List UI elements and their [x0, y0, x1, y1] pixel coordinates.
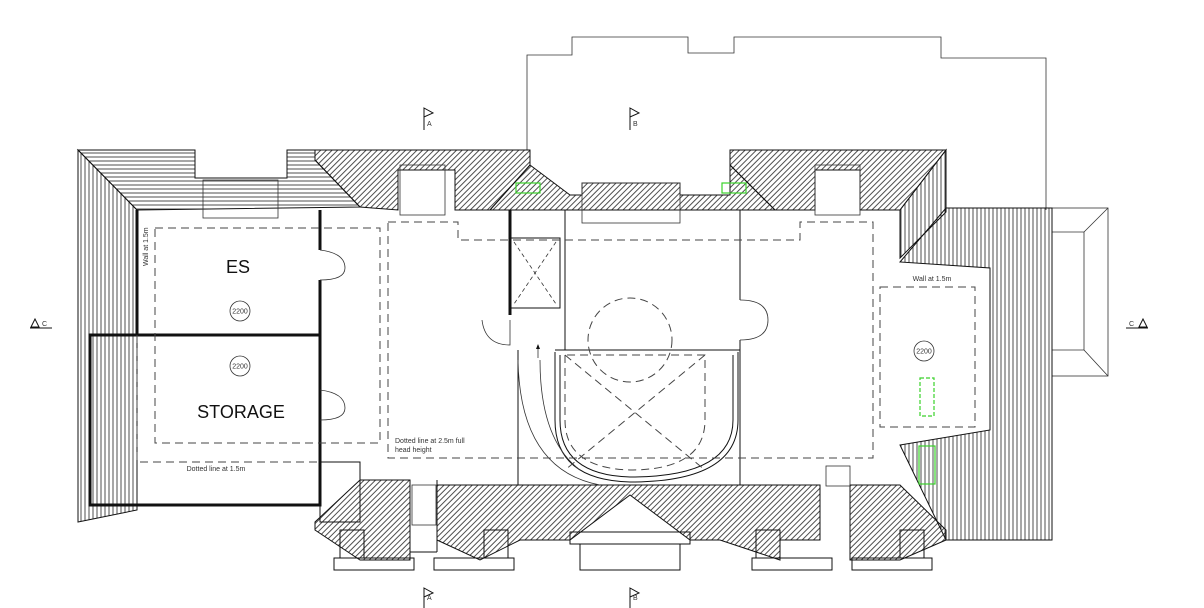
- note-wall-right: Wall at 1.5m: [913, 276, 952, 283]
- room-label-es: ES: [226, 257, 250, 277]
- note-wall-left: Wall at 1.5m: [143, 227, 150, 266]
- height-tag-storage: 2200: [229, 355, 251, 377]
- section-marker-c-left: C: [30, 317, 52, 329]
- storage-door: [319, 389, 346, 421]
- bottom-bays: [333, 529, 933, 571]
- roof-top-mid-left: [314, 149, 531, 211]
- rooflight: [918, 445, 936, 485]
- roof-bottom-right: [849, 484, 947, 561]
- svg-text:B: B: [633, 121, 638, 128]
- lift-shaft: [509, 237, 561, 309]
- height-tag-right: 2200: [913, 340, 935, 362]
- section-marker-c-right: C: [1126, 317, 1148, 329]
- roof-top-centre: [488, 163, 777, 211]
- section-marker-b-bottom: B: [629, 587, 641, 608]
- room-label-storage: STORAGE: [197, 402, 285, 422]
- rooflight: [919, 377, 935, 417]
- roof-bottom-left: [314, 479, 411, 561]
- rooflights: [515, 182, 936, 485]
- height-tag-es: 2200: [229, 300, 251, 322]
- section-marker-a-bottom: A: [423, 587, 435, 608]
- es-door: [319, 249, 346, 281]
- height-tag-text: 2200: [916, 349, 932, 356]
- roof-bottom-centre: [436, 484, 821, 561]
- height-tag-text: 2200: [232, 309, 248, 316]
- rooflight: [515, 182, 541, 194]
- note-dotted-low: Dotted line at 1.5m: [187, 466, 246, 473]
- svg-text:B: B: [633, 595, 638, 602]
- roof-top-right-corner: [899, 148, 947, 260]
- svg-text:A: A: [427, 595, 432, 602]
- walls: [88, 210, 769, 552]
- head-height-lines: [136, 164, 976, 526]
- right-bay-outline: [1051, 207, 1109, 377]
- rooflight: [721, 182, 747, 194]
- note-dotted-high-line1: Dotted line at 2.5m full: [395, 438, 465, 445]
- svg-text:A: A: [427, 121, 432, 128]
- svg-text:C: C: [42, 321, 47, 328]
- section-marker-b-top: B: [629, 107, 641, 130]
- roof-right: [898, 207, 1053, 541]
- svg-text:C: C: [1129, 321, 1134, 328]
- note-dotted-high-line2: head height: [395, 447, 432, 454]
- section-marker-a-top: A: [423, 107, 435, 130]
- height-tag-text: 2200: [232, 364, 248, 371]
